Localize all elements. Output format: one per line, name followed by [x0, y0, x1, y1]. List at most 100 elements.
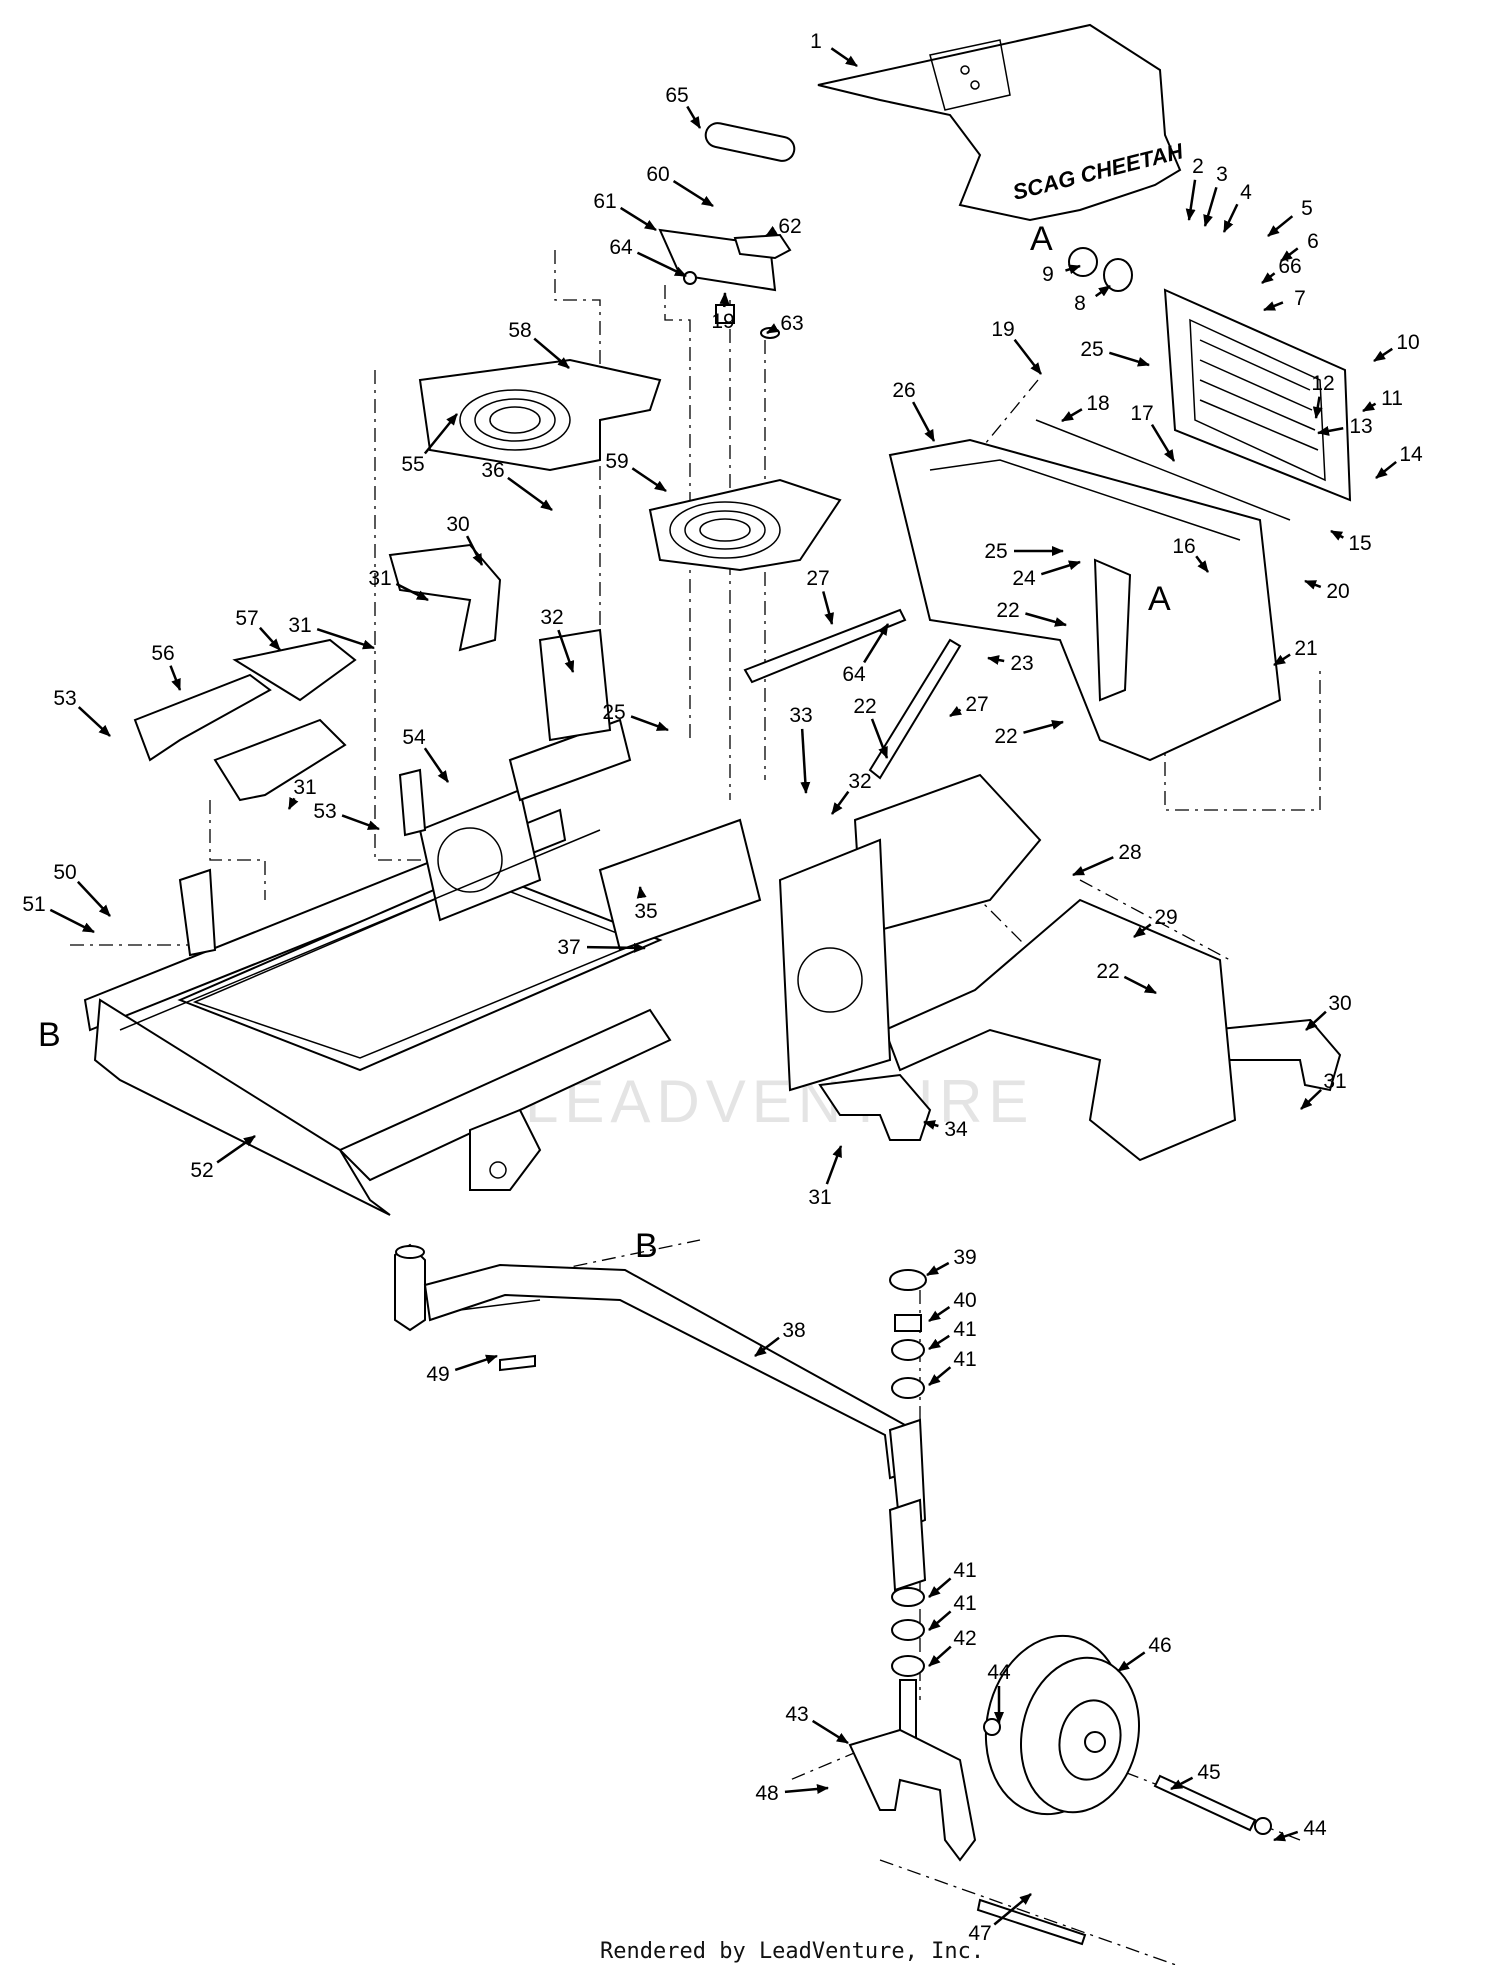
caster-wheel: [984, 1634, 1141, 1816]
leader-arrow: [1280, 247, 1299, 262]
callout-number: 41: [953, 1559, 976, 1582]
callout-number: 59: [605, 450, 628, 473]
caster-fork: [848, 1728, 977, 1862]
leader-arrow: [619, 206, 657, 232]
callout-65: 65: [665, 84, 702, 129]
leader-arrow: [686, 105, 702, 129]
callout-52: 52: [190, 1134, 256, 1182]
callout-number: 6: [1307, 230, 1319, 253]
callout-17: 17: [1130, 402, 1176, 462]
callout-number: 27: [806, 567, 829, 590]
leader-arrow: [870, 718, 889, 759]
callout-number: 7: [1294, 287, 1306, 310]
leader-arrow: [76, 880, 111, 917]
leader-arrow: [1013, 338, 1042, 375]
callout-22: 22: [994, 720, 1064, 748]
leader-arrow: [1065, 264, 1081, 275]
callout-41: 41: [928, 1592, 977, 1631]
leader-arrow: [926, 1261, 950, 1277]
leader-arrow: [1203, 186, 1218, 227]
callout-60: 60: [646, 163, 714, 208]
callout-number: 53: [53, 687, 76, 710]
leader-arrow: [1273, 653, 1291, 667]
callout-number: 64: [609, 236, 633, 259]
leader-arrow: [1185, 179, 1197, 221]
leader-arrow: [863, 623, 890, 664]
leader-arrow: [830, 790, 850, 815]
callout-number: 24: [1012, 567, 1036, 590]
leader-arrow: [822, 591, 834, 625]
callout-9: 9: [1042, 263, 1081, 286]
callout-number: 57: [235, 607, 258, 630]
callout-number: 56: [151, 642, 174, 665]
callout-33: 33: [789, 704, 813, 794]
callout-3: 3: [1203, 163, 1228, 227]
callout-13: 13: [1317, 415, 1373, 438]
callout-44: 44: [987, 1661, 1011, 1724]
leader-arrow: [1222, 203, 1239, 233]
callout-39: 39: [926, 1246, 977, 1277]
callout-number: 39: [953, 1246, 976, 1269]
callout-55: 55: [401, 413, 458, 476]
leader-arrow: [395, 582, 429, 602]
callout-63: 63: [766, 312, 804, 335]
callout-number: 17: [1130, 402, 1153, 425]
callout-number: 40: [953, 1289, 976, 1312]
leader-arrow: [949, 706, 963, 718]
callout-53: 53: [313, 800, 380, 831]
leader-arrow: [287, 796, 299, 810]
callout-41: 41: [928, 1348, 977, 1386]
callout-number: 19: [991, 318, 1014, 341]
callout-25: 25: [1080, 338, 1150, 367]
callout-number: 19: [711, 310, 734, 333]
leader-arrow: [1362, 401, 1377, 413]
leader-arrow: [987, 655, 1005, 665]
control-rod-right: [868, 638, 962, 780]
callout-24: 24: [1012, 560, 1081, 590]
callout-number: 44: [1303, 1817, 1327, 1840]
leader-arrow: [1195, 555, 1209, 573]
callout-27: 27: [949, 693, 989, 718]
callout-number: 27: [965, 693, 988, 716]
callout-19: 19: [991, 318, 1042, 375]
reference-mark-a: A: [1030, 220, 1053, 258]
leader-arrow: [928, 1306, 951, 1323]
callout-41: 41: [928, 1318, 977, 1351]
callout-number: 49: [426, 1363, 449, 1386]
leader-arrow: [586, 942, 646, 953]
leader-arrow: [1123, 975, 1157, 995]
callout-number: 20: [1326, 580, 1349, 603]
front-axle: [394, 1243, 927, 1592]
floor-grate-right: [648, 478, 842, 572]
callout-number: 58: [508, 319, 531, 342]
callout-number: 31: [368, 567, 391, 590]
bracket-lower-center: [818, 1073, 932, 1141]
callout-number: 63: [780, 312, 803, 335]
leader-arrow: [1040, 560, 1081, 576]
callout-59: 59: [605, 450, 667, 493]
leader-arrow: [258, 626, 281, 651]
callout-number: 35: [634, 900, 657, 923]
callout-54: 54: [402, 726, 450, 783]
callout-number: 34: [944, 1118, 968, 1141]
callout-64: 64: [842, 623, 890, 686]
callout-12: 12: [1311, 372, 1335, 419]
callout-number: 31: [293, 776, 316, 799]
callout-37: 37: [557, 936, 646, 959]
callout-number: 30: [446, 513, 469, 536]
callout-number: 1: [810, 30, 822, 53]
callout-22: 22: [996, 599, 1067, 627]
callout-number: 60: [646, 163, 669, 186]
callout-number: 5: [1301, 197, 1313, 220]
leader-arrow: [825, 1145, 843, 1185]
leader-arrow: [1117, 1651, 1146, 1673]
callout-19: 19: [711, 292, 735, 333]
callout-number: 42: [953, 1627, 976, 1650]
callout-number: 32: [540, 606, 563, 629]
callout-29: 29: [1133, 906, 1178, 938]
callout-36: 36: [481, 459, 553, 512]
callout-number: 8: [1074, 292, 1086, 315]
leader-arrow: [316, 627, 375, 650]
washer: [1068, 247, 1098, 277]
callout-31: 31: [1300, 1070, 1347, 1110]
